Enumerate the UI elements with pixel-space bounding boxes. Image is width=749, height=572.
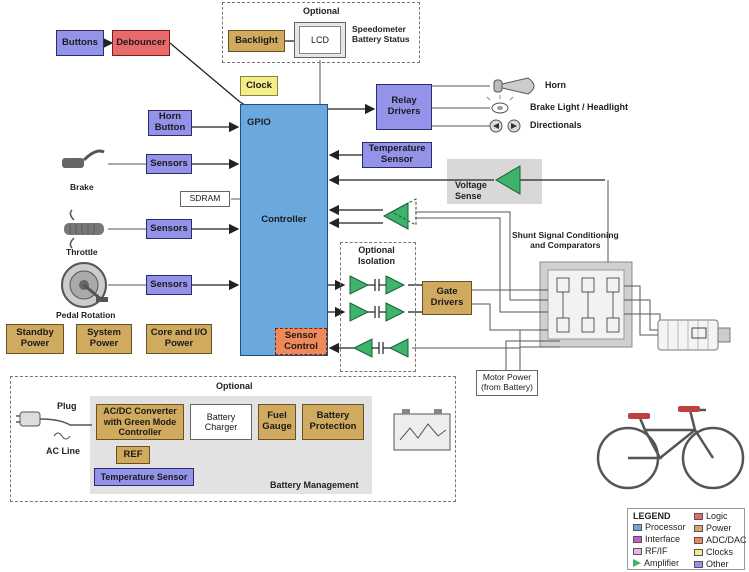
system-power-block[interactable]: System Power xyxy=(76,324,132,354)
legend-item-interface: Interface xyxy=(633,534,680,544)
ref-block[interactable]: REF xyxy=(116,446,150,464)
motor-icon xyxy=(657,319,731,351)
legend-item-rf-if: RF/IF xyxy=(633,546,668,556)
sensor-control-block[interactable]: Sensor Control xyxy=(275,328,327,355)
controller-block[interactable]: GPIO Controller xyxy=(240,104,328,356)
temperature-sensor-bottom-block[interactable]: Temperature Sensor xyxy=(94,468,194,486)
throttle-label: Throttle xyxy=(66,247,98,257)
backlight-block[interactable]: Backlight xyxy=(228,30,285,52)
ac-line-label: AC Line xyxy=(46,446,81,456)
shunt-label: Shunt Signal Conditioning and Comparator… xyxy=(512,230,619,251)
horn-icon xyxy=(493,77,535,95)
optional-battery-area xyxy=(10,376,456,502)
relay-drivers-block[interactable]: Relay Drivers xyxy=(376,84,432,130)
lcd-block[interactable]: LCD xyxy=(294,22,346,58)
sensors-pedal-block[interactable]: Sensors xyxy=(146,275,192,295)
pedal-rotation-label: Pedal Rotation xyxy=(56,310,116,320)
bicycle-icon xyxy=(596,408,745,490)
sensors-brake-block[interactable]: Sensors xyxy=(146,154,192,174)
optional-top-label: Optional xyxy=(303,6,340,16)
controller-label: Controller xyxy=(261,213,307,225)
voltage-sense-label: Voltage Sense xyxy=(455,180,487,201)
optional-bottom-label: Optional xyxy=(216,381,253,391)
legend-item-power: Power xyxy=(694,523,732,533)
buttons-block[interactable]: Buttons xyxy=(56,30,104,56)
lcd-label: LCD xyxy=(299,26,341,54)
legend-item-adc-dac: ADC/DAC xyxy=(694,535,747,545)
battery-management-label: Battery Management xyxy=(270,480,359,490)
brake-light-icon xyxy=(486,95,514,114)
amplifier-icon xyxy=(633,559,641,567)
optional-isolation-label: Optional Isolation xyxy=(358,245,396,266)
directionals-label: Directionals xyxy=(530,120,582,130)
optional-display-area xyxy=(222,2,420,63)
optional-isolation-area xyxy=(340,242,416,372)
horn-button-block[interactable]: Horn Button xyxy=(148,110,192,136)
clock-block[interactable]: Clock xyxy=(240,76,278,96)
brake-lever-icon xyxy=(62,149,105,168)
legend-item-logic: Logic xyxy=(694,511,728,521)
directionals-icon xyxy=(489,119,521,133)
standby-power-block[interactable]: Standby Power xyxy=(6,324,64,354)
legend-item-other: Other xyxy=(694,559,729,569)
core-io-power-block[interactable]: Core and I/O Power xyxy=(146,324,212,354)
debouncer-block[interactable]: Debouncer xyxy=(112,30,170,56)
temperature-sensor-top-block[interactable]: Temperature Sensor xyxy=(362,142,432,168)
gate-drivers-block[interactable]: Gate Drivers xyxy=(422,281,472,315)
voltage-sense-area xyxy=(447,159,542,204)
horn-label: Horn xyxy=(545,80,566,90)
fuel-gauge-block[interactable]: Fuel Gauge xyxy=(258,404,296,440)
motor-power-block[interactable]: Motor Power (from Battery) xyxy=(476,370,538,396)
legend: LEGEND Processor Interface RF/IF Amplifi… xyxy=(627,508,747,570)
brake-light-label: Brake Light / Headlight xyxy=(530,102,629,112)
sdram-block[interactable]: SDRAM xyxy=(180,191,230,207)
legend-item-processor: Processor xyxy=(633,522,686,532)
battery-protection-block[interactable]: Battery Protection xyxy=(302,404,364,440)
brake-label: Brake xyxy=(70,182,94,192)
legend-title: LEGEND xyxy=(633,511,671,521)
battery-icon xyxy=(393,409,451,451)
legend-item-amplifier: Amplifier xyxy=(633,558,679,568)
legend-item-clocks: Clocks xyxy=(694,547,733,557)
acdc-converter-block[interactable]: AC/DC Converter with Green Mode Controll… xyxy=(96,404,184,440)
plug-icon xyxy=(16,411,92,440)
gpio-label: GPIO xyxy=(247,117,271,128)
plug-label: Plug xyxy=(57,401,77,411)
pedal-rotation-icon xyxy=(61,262,108,308)
speedometer-label: Speedometer Battery Status xyxy=(352,24,410,45)
battery-charger-block[interactable]: Battery Charger xyxy=(190,404,252,440)
sensors-throttle-block[interactable]: Sensors xyxy=(146,219,192,239)
legend-swatch xyxy=(633,523,642,531)
throttle-icon xyxy=(64,209,104,249)
